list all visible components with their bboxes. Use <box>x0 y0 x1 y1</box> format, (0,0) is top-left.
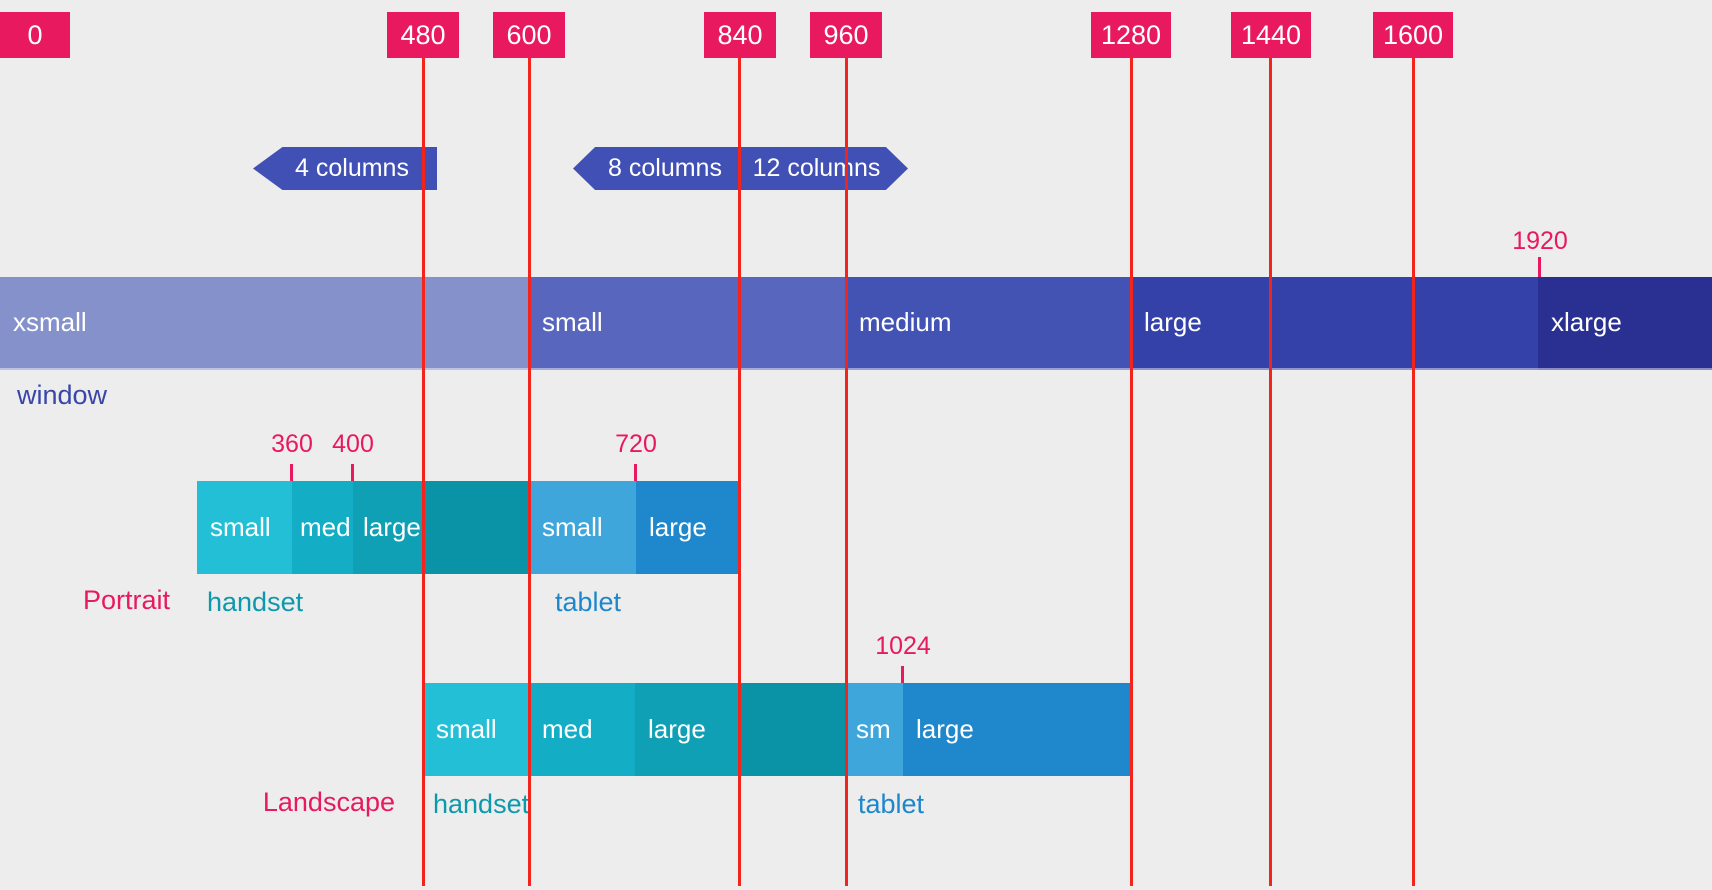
breakpoint-box-1600: 1600 <box>1373 12 1453 58</box>
window-segment-xsmall: xsmall <box>0 277 529 370</box>
breakpoint-box-600: 600 <box>493 12 565 58</box>
portrait-caption: Portrait <box>82 585 170 615</box>
breakpoint-box-960: 960 <box>810 12 882 58</box>
window-segment-xlarge: xlarge <box>1538 277 1712 370</box>
tick-360-label: 360 <box>271 430 313 458</box>
portrait-tablet-caption: tablet <box>555 587 622 617</box>
landscape-handset-small: small <box>423 683 529 776</box>
tick-1024-mark <box>901 666 904 683</box>
portrait-handset-caption: handset <box>207 587 304 617</box>
window-caption: window <box>17 380 108 410</box>
breakpoint-box-0: 0 <box>0 12 70 58</box>
breakpoint-box-1440: 1440 <box>1231 12 1311 58</box>
window-segment-small: small <box>529 277 846 370</box>
breakpoint-box-480: 480 <box>387 12 459 58</box>
grid-line-960 <box>845 58 848 886</box>
badge-8-columns: 8 columns <box>608 154 722 182</box>
window-segment-large: large <box>1131 277 1538 370</box>
tick-400-label: 400 <box>332 430 374 458</box>
landscape-handset-overflow <box>740 683 846 776</box>
grid-line-1440 <box>1269 58 1272 886</box>
annotation-1920-tick <box>1538 257 1541 277</box>
window-segment-medium: medium <box>846 277 1131 370</box>
portrait-tablet-small: small <box>529 481 636 574</box>
landscape-handset-caption: handset <box>433 789 530 819</box>
breakpoint-box-840: 840 <box>704 12 776 58</box>
tick-720-mark <box>634 464 637 481</box>
grid-line-840 <box>738 58 741 886</box>
badge-4-columns: 4 columns <box>253 147 437 190</box>
grid-line-600 <box>528 58 531 886</box>
landscape-handset-large: large <box>635 683 740 776</box>
grid-line-1280 <box>1130 58 1133 886</box>
breakpoint-box-1280: 1280 <box>1091 12 1171 58</box>
tick-400-mark <box>351 464 354 481</box>
portrait-tablet-large: large <box>636 481 740 574</box>
portrait-handset-large: large <box>353 481 423 574</box>
annotation-1920-label: 1920 <box>1512 227 1568 255</box>
landscape-tablet-caption: tablet <box>858 789 925 819</box>
tick-720-label: 720 <box>615 430 657 458</box>
landscape-tablet-sm: sm <box>846 683 903 776</box>
landscape-handset-med: med <box>529 683 635 776</box>
portrait-handset-overflow <box>423 481 529 574</box>
grid-line-480 <box>422 58 425 886</box>
tick-1024-label: 1024 <box>875 632 931 660</box>
portrait-handset-small: small <box>197 481 292 574</box>
portrait-handset-med: med <box>292 481 353 574</box>
landscape-caption: Landscape <box>262 787 395 817</box>
tick-360-mark <box>290 464 293 481</box>
grid-line-1600 <box>1412 58 1415 886</box>
landscape-tablet-large: large <box>903 683 1132 776</box>
badge-12-columns: 12 columns <box>752 154 881 182</box>
